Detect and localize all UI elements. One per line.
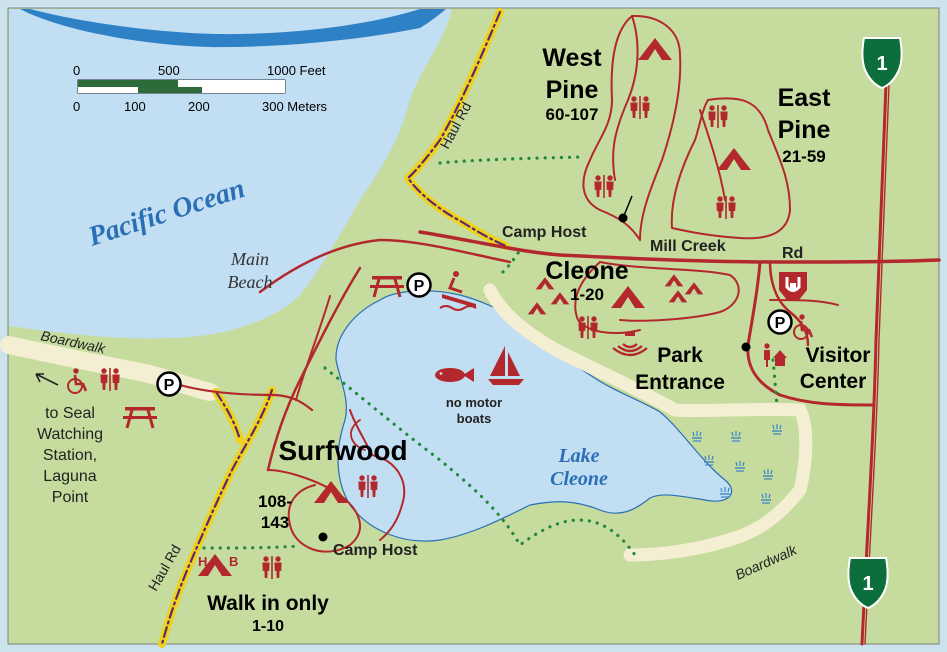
no-motor-label-line2: boats: [457, 411, 492, 426]
walk-in-b-label: B: [229, 554, 238, 569]
lake-label-line2: Cleone: [550, 468, 608, 490]
surfwood-sites-1: 108-: [258, 492, 292, 511]
svg-text:P: P: [775, 315, 786, 332]
boardwalk-lake: [483, 283, 813, 562]
lake-label-line1: Lake: [557, 445, 599, 467]
park-entrance-line2: Entrance: [635, 371, 725, 394]
scale-m-100: 100: [124, 99, 146, 114]
svg-text:to Seal: to Seal: [45, 405, 95, 422]
east-pine-name-1: East: [778, 84, 831, 112]
svg-text:Station,: Station,: [43, 447, 97, 464]
walk-in-h-label: H: [198, 554, 207, 569]
main-beach-line1: Main: [230, 249, 269, 269]
visitor-center-badge-icon: [779, 272, 807, 300]
trails: [202, 155, 779, 557]
scale-feet-1000: 1000 Feet: [267, 63, 326, 78]
sailboat-icon: [488, 346, 524, 385]
west-pine-sites: 60-107: [546, 105, 599, 124]
park-entrance-line1: Park: [657, 344, 703, 367]
svg-text:P: P: [164, 377, 175, 394]
west-pine-name-1: West: [542, 44, 602, 72]
highway-number-south: 1: [862, 573, 873, 595]
boat-launch-icon: [439, 271, 477, 311]
camp-host-south-label: Camp Host: [333, 542, 418, 559]
east-pine-name-2: Pine: [778, 116, 831, 144]
scale-feet-500: 500: [158, 63, 180, 78]
arrow-west-icon: [35, 373, 59, 386]
camp-host-marker: [318, 195, 751, 542]
amphitheater-icon: [612, 332, 648, 357]
boardwalk-west: [0, 336, 219, 401]
mill-creek-rd-label-2: Rd: [782, 245, 803, 262]
svg-text:Watching: Watching: [37, 426, 103, 443]
cleone-sites: 1-20: [570, 285, 604, 304]
svg-text:P: P: [414, 278, 425, 295]
visitor-center-line2: Center: [800, 370, 867, 393]
no-motor-label-line1: no motor: [446, 395, 502, 410]
fish-icon: [435, 368, 474, 382]
walk-in-sites: 1-10: [252, 618, 284, 635]
walk-in-name: Walk in only: [207, 592, 329, 615]
visitor-center-line1: Visitor: [806, 344, 871, 367]
svg-text:Laguna: Laguna: [43, 468, 96, 485]
svg-text:Point: Point: [52, 489, 89, 506]
surfwood-sites-2: 143: [261, 513, 289, 532]
roads: [178, 14, 941, 646]
mill-creek-rd-label-1: Mill Creek: [650, 238, 726, 255]
scale-m-0: 0: [73, 99, 80, 114]
scale-bar: 0 500 1000 Feet 0 100 200 300 Meters: [73, 63, 328, 114]
seal-watching-label: to Seal Watching Station, Laguna Point: [37, 405, 103, 506]
haul-road: [158, 8, 510, 648]
parking-icon: P P P: [156, 272, 793, 397]
surfwood-name: Surfwood: [278, 435, 407, 466]
east-pine-sites: 21-59: [782, 147, 825, 166]
highway-shield-icon: 1 1: [847, 37, 903, 610]
ranger-station-icon: [764, 343, 787, 367]
scale-m-300: 300 Meters: [262, 99, 328, 114]
scale-m-200: 200: [188, 99, 210, 114]
highway-number-north: 1: [876, 53, 887, 75]
main-beach-line2: Beach: [228, 272, 273, 292]
camp-host-north-label: Camp Host: [502, 224, 587, 241]
scale-feet-0: 0: [73, 63, 80, 78]
west-pine-name-2: Pine: [546, 76, 599, 104]
cleone-name: Cleone: [545, 257, 628, 285]
